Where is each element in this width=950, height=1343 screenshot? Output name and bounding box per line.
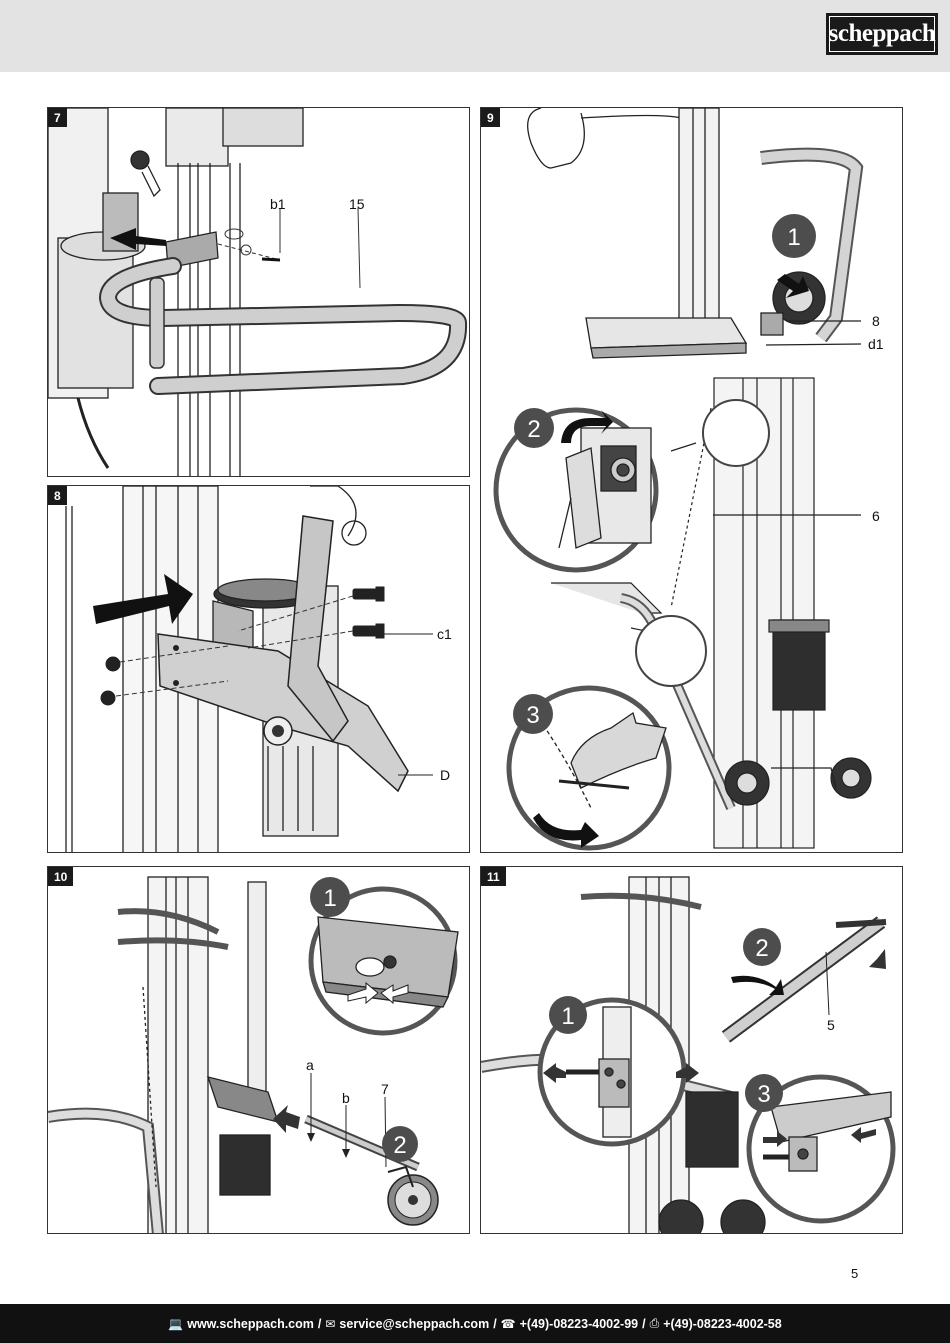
svg-text:1: 1 [561, 1003, 574, 1030]
phone-icon: ☎ [500, 1316, 516, 1331]
label-8: 8 [872, 313, 880, 329]
figure-number: 7 [48, 108, 67, 127]
header-bar: scheppach [0, 0, 950, 72]
brand-logo: scheppach [826, 13, 938, 55]
label-5: 5 [827, 1017, 835, 1033]
phone-number: +(49)-08223-4002-99 [519, 1316, 639, 1331]
fax-number: +(49)-08223-4002-58 [663, 1316, 782, 1331]
email-link[interactable]: service@scheppach.com [339, 1316, 490, 1331]
figure-number: 10 [48, 867, 74, 886]
separator: / [493, 1316, 497, 1331]
label-b1: b1 [270, 196, 286, 212]
figure-10: 10 2 [47, 866, 470, 1234]
figure-7: 7 b1 15 [47, 107, 470, 477]
website-link[interactable]: www.scheppach.com [187, 1316, 314, 1331]
svg-text:3: 3 [526, 702, 539, 729]
label-a: a [306, 1057, 314, 1073]
fax-icon: ⎙ [649, 1316, 660, 1330]
label-15: 15 [349, 196, 365, 212]
svg-text:2: 2 [755, 935, 768, 962]
separator: / [642, 1316, 646, 1331]
figure-11: 11 2 1 [480, 866, 903, 1234]
svg-text:1: 1 [323, 885, 336, 912]
label-b: b [342, 1090, 350, 1106]
figure-9-illustration: 1 [493, 108, 872, 851]
figure-9: 9 1 [480, 107, 903, 853]
label-D: D [440, 767, 451, 783]
label-d1: d1 [868, 336, 884, 352]
svg-text:2: 2 [393, 1132, 406, 1159]
separator: / [317, 1316, 322, 1331]
figure-8-illustration [65, 486, 433, 852]
figure-7-illustration [48, 108, 468, 476]
label-c1: c1 [437, 626, 452, 642]
figure-number: 8 [48, 486, 67, 505]
figure-8: 8 [47, 485, 470, 853]
figure-number: 11 [481, 867, 506, 886]
svg-text:3: 3 [757, 1081, 770, 1108]
page-number: 5 [851, 1266, 859, 1281]
svg-text:2: 2 [527, 416, 540, 443]
label-6: 6 [872, 508, 880, 524]
label-7: 7 [381, 1081, 389, 1097]
figure-11-illustration: 2 1 3 [481, 876, 896, 1233]
computer-icon: 💻 [168, 1316, 184, 1331]
footer-contact-bar: 💻 www.scheppach.com / ✉ service@scheppac… [0, 1304, 950, 1343]
figure-number: 9 [481, 108, 500, 127]
figure-10-illustration: 2 1 [48, 876, 459, 1233]
mail-icon: ✉ [325, 1316, 336, 1331]
svg-text:1: 1 [787, 224, 800, 251]
